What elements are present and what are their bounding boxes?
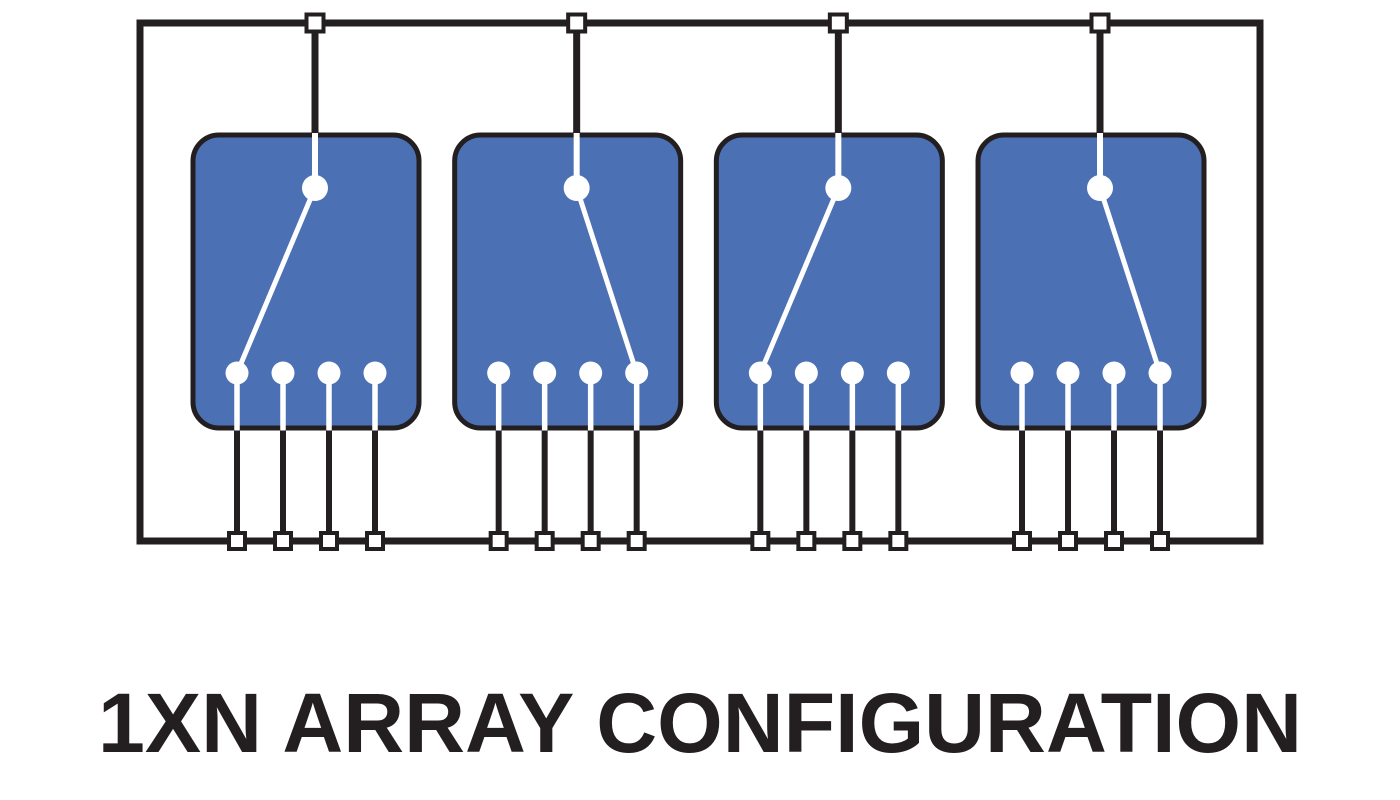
throw-contact [225, 361, 249, 385]
bottom-terminal [626, 531, 647, 551]
switch-box [975, 132, 1207, 431]
bottom-terminal [1012, 531, 1033, 551]
bottom-terminal [1058, 531, 1079, 551]
throw-contact [579, 361, 603, 385]
switches-group [190, 12, 1207, 551]
switch-box [452, 132, 684, 431]
bottom-terminal [1150, 531, 1171, 551]
bottom-terminal [750, 531, 771, 551]
switch-arm [234, 187, 318, 374]
diagram-title: 1XN ARRAY CONFIGURATION [98, 676, 1302, 770]
bottom-terminal [319, 531, 339, 551]
pole-contact [825, 175, 852, 201]
throw-contact [886, 361, 910, 385]
throw-contact [1102, 361, 1126, 385]
bottom-terminal [796, 531, 817, 551]
top-terminal [827, 12, 849, 34]
switch-box [190, 132, 422, 431]
array-outline [136, 19, 1264, 545]
bottom-terminal [273, 531, 293, 551]
pole-contact [302, 175, 328, 201]
pole-contact [1087, 175, 1114, 201]
throw-contact [1148, 361, 1172, 385]
throw-contact [1056, 361, 1080, 385]
switch-box [713, 132, 945, 431]
throw-contact [533, 361, 557, 385]
top-terminal [304, 12, 326, 34]
bottom-terminal [534, 531, 555, 551]
throw-contact [271, 361, 295, 385]
bottom-terminal [365, 531, 385, 551]
throw-contact [487, 361, 511, 385]
bottom-terminal [580, 531, 601, 551]
bottom-terminal [1104, 531, 1125, 551]
top-terminal [566, 12, 588, 34]
throw-contact [625, 361, 649, 385]
bottom-terminal [227, 531, 247, 551]
bottom-terminal [888, 531, 909, 551]
throw-contact [363, 361, 387, 385]
bottom-terminal [488, 531, 509, 551]
throw-contact [840, 361, 864, 385]
switch-arm [1097, 187, 1163, 374]
bottom-terminal [842, 531, 863, 551]
throw-contact [748, 361, 772, 385]
throw-contact [794, 361, 818, 385]
pole-contact [563, 175, 590, 201]
throw-contact [1010, 361, 1034, 385]
top-terminal [1089, 12, 1111, 34]
throw-contact [317, 361, 341, 385]
switch-arm [574, 187, 640, 374]
switch-arm [758, 187, 841, 374]
